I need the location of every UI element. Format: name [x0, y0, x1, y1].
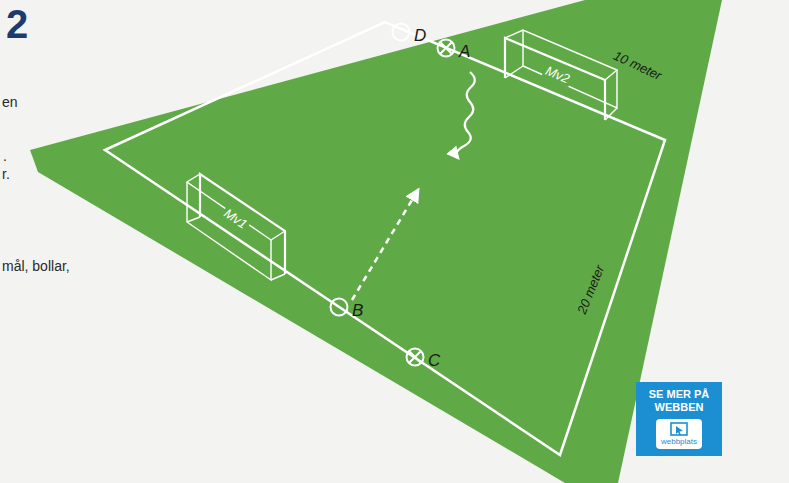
attacker-symbol — [404, 346, 426, 368]
player-letter: C — [428, 352, 440, 369]
player-circle — [331, 299, 348, 316]
player-circle — [407, 349, 424, 366]
cross-stroke — [409, 351, 421, 363]
goal-label: Mv1 — [219, 205, 251, 233]
cursor-arrow — [676, 426, 683, 436]
defender-symbol — [390, 21, 412, 43]
goal-line — [187, 217, 200, 222]
defender-symbol — [328, 296, 350, 318]
cross-stroke — [409, 351, 421, 363]
text-fragment: . — [3, 148, 7, 164]
goal-label: Mv2 — [541, 63, 573, 87]
goal-line — [605, 108, 617, 120]
field-lines — [105, 22, 665, 455]
text-fragment: r. — [2, 166, 10, 182]
goal-line — [505, 66, 523, 78]
player-marker: A — [435, 37, 473, 59]
text-fragment: mål, bollar, — [2, 258, 70, 274]
goal-line — [187, 174, 285, 240]
badge-heading: SE MER PÅ WEBBEN — [640, 388, 718, 414]
goal-line — [523, 30, 617, 108]
window-outline — [671, 423, 687, 435]
cross-stroke — [440, 42, 452, 54]
player-marker: B — [328, 296, 366, 318]
goal-net — [495, 28, 625, 153]
goal-line — [271, 274, 285, 280]
goal-line — [200, 174, 285, 274]
player-letter: A — [459, 43, 470, 60]
player-marker: C — [404, 346, 443, 368]
cross-stroke — [440, 42, 452, 54]
green-pitch — [30, 0, 722, 483]
attacker-symbol — [435, 37, 457, 59]
section-number: 2 — [6, 4, 28, 44]
goal-frame: Mv1 — [185, 160, 315, 285]
player-circle — [438, 40, 455, 57]
goal-line — [187, 182, 271, 280]
player-marker: D — [390, 21, 429, 43]
player-circle — [393, 24, 410, 41]
player-letter: D — [414, 27, 426, 44]
player-letter: B — [352, 302, 363, 319]
dribble-arrow — [456, 72, 474, 158]
goal-line — [505, 38, 605, 120]
pass-arrow — [352, 190, 418, 300]
text-fragment: en — [2, 94, 18, 110]
cursor-icon — [670, 422, 688, 438]
web-badge: SE MER PÅ WEBBEN webbplats — [636, 382, 722, 456]
goal-frame: Mv2 — [495, 28, 625, 153]
icon-caption: webbplats — [658, 438, 700, 447]
web-icon: webbplats — [656, 419, 702, 449]
